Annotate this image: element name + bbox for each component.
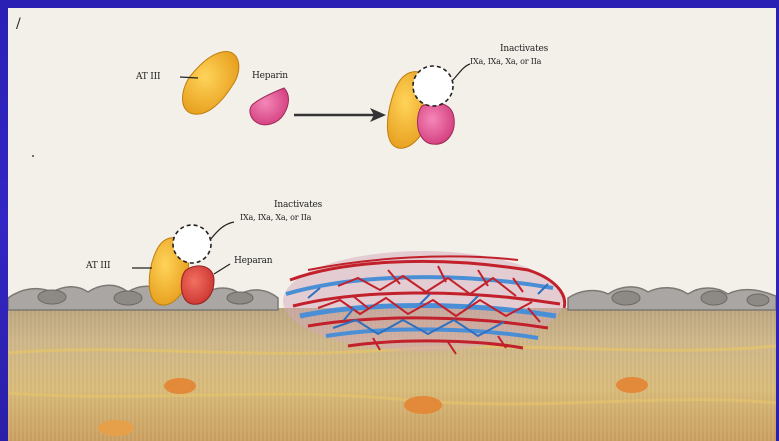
inactivated-factor-site bbox=[173, 225, 211, 263]
heparin-molecule bbox=[250, 88, 289, 125]
antithrombin-molecule bbox=[183, 52, 239, 115]
endothelium bbox=[568, 287, 776, 310]
inactivated-factor-site bbox=[413, 66, 453, 106]
heparan-label-bottom: Heparan bbox=[234, 256, 272, 266]
diagram-artwork bbox=[8, 8, 776, 441]
activated-complex-top bbox=[387, 64, 470, 148]
tissue-cell bbox=[404, 396, 442, 414]
at3-label-bottom: AT III bbox=[86, 261, 110, 271]
at3-label-top: AT III bbox=[136, 72, 160, 82]
inactivates-label-top-line1: Inactivates bbox=[500, 44, 548, 54]
inactivates-label-bottom-line1: Inactivates bbox=[274, 200, 322, 210]
corner-mark: / bbox=[16, 16, 21, 32]
tissue-cell bbox=[616, 377, 648, 393]
tissue-cell bbox=[98, 420, 134, 436]
heparin-label-top: Heparin bbox=[252, 71, 288, 81]
inactivates-label-bottom-line2: IXa, IXa, Xa, or IIa bbox=[240, 213, 311, 222]
tissue-cell bbox=[164, 378, 196, 394]
heparin-mechanism-diagram: / AT III Heparin Inactivates IXa, IXa, X… bbox=[8, 8, 776, 441]
binding-arrow-icon bbox=[294, 108, 386, 122]
inactivates-label-top-line2: IXa, IXa, Xa, or IIa bbox=[470, 57, 541, 66]
